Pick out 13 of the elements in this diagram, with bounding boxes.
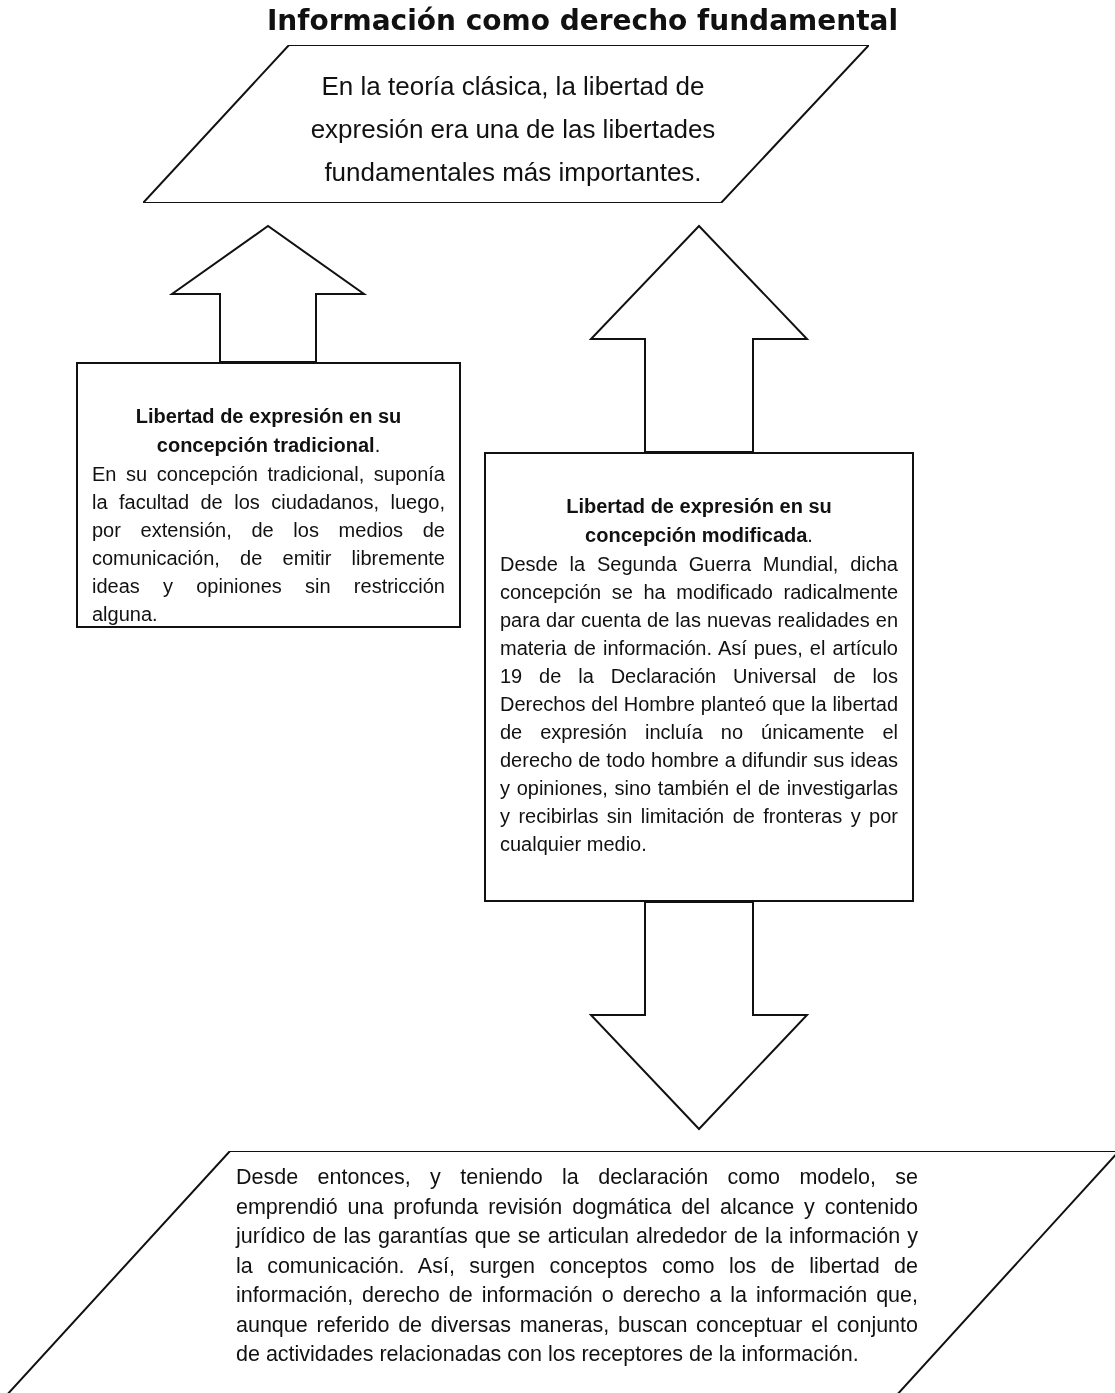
body-text: En la teoría clásica, la libertad de expresión era una de las libertades fundamentales más importantes. [309, 70, 717, 189]
text-box [484, 452, 914, 902]
body-text: Desde la Segunda Guerra Mundial, dicha concepción se ha modificado radicalmente para dar cuenta de las nuevas realidades en materia de información. Así pues, el artículo 19 de la Declaración Universal de los Derechos del Hombre planteó que la libertad de expresión incluía no únicamente el derecho de todo hombre a difundir sus ideas y opiniones, sino también el de investigarlas y recibirlas sin limitación de fronteras y por cualquier medio. [500, 552, 898, 857]
box-heading: Libertad de expresión en su concepción modificada. [565, 494, 833, 548]
body-text: En su concepción tradicional, suponía la facultad de los ciudadanos, luego, por extensión, de los medios de comunicación, de emitir libremente ideas y opiniones sin restricción alguna. [92, 462, 445, 627]
box-heading: Libertad de expresión en su concepción tradicional. [134, 404, 403, 458]
block-arrow [588, 224, 810, 453]
diagram-title: Información como derecho fundamental [265, 4, 900, 37]
text-box [76, 362, 461, 628]
block-arrow [588, 901, 810, 1131]
parallelogram-box [143, 45, 869, 203]
body-text: Desde entonces, y teniendo la declaración como modelo, se emprendió una profunda revisión dogmática del alcance y contenido jurídico de las garantías que se articulan alrededor de la información y la comunicación. Así, surgen conceptos como los de libertad de información, derecho de información o derecho a la información que, aunque referido de diversas maneras, buscan conceptuar el conjunto de actividades relacionadas con los receptores de la información. [236, 1164, 918, 1368]
block-arrow [168, 224, 368, 363]
